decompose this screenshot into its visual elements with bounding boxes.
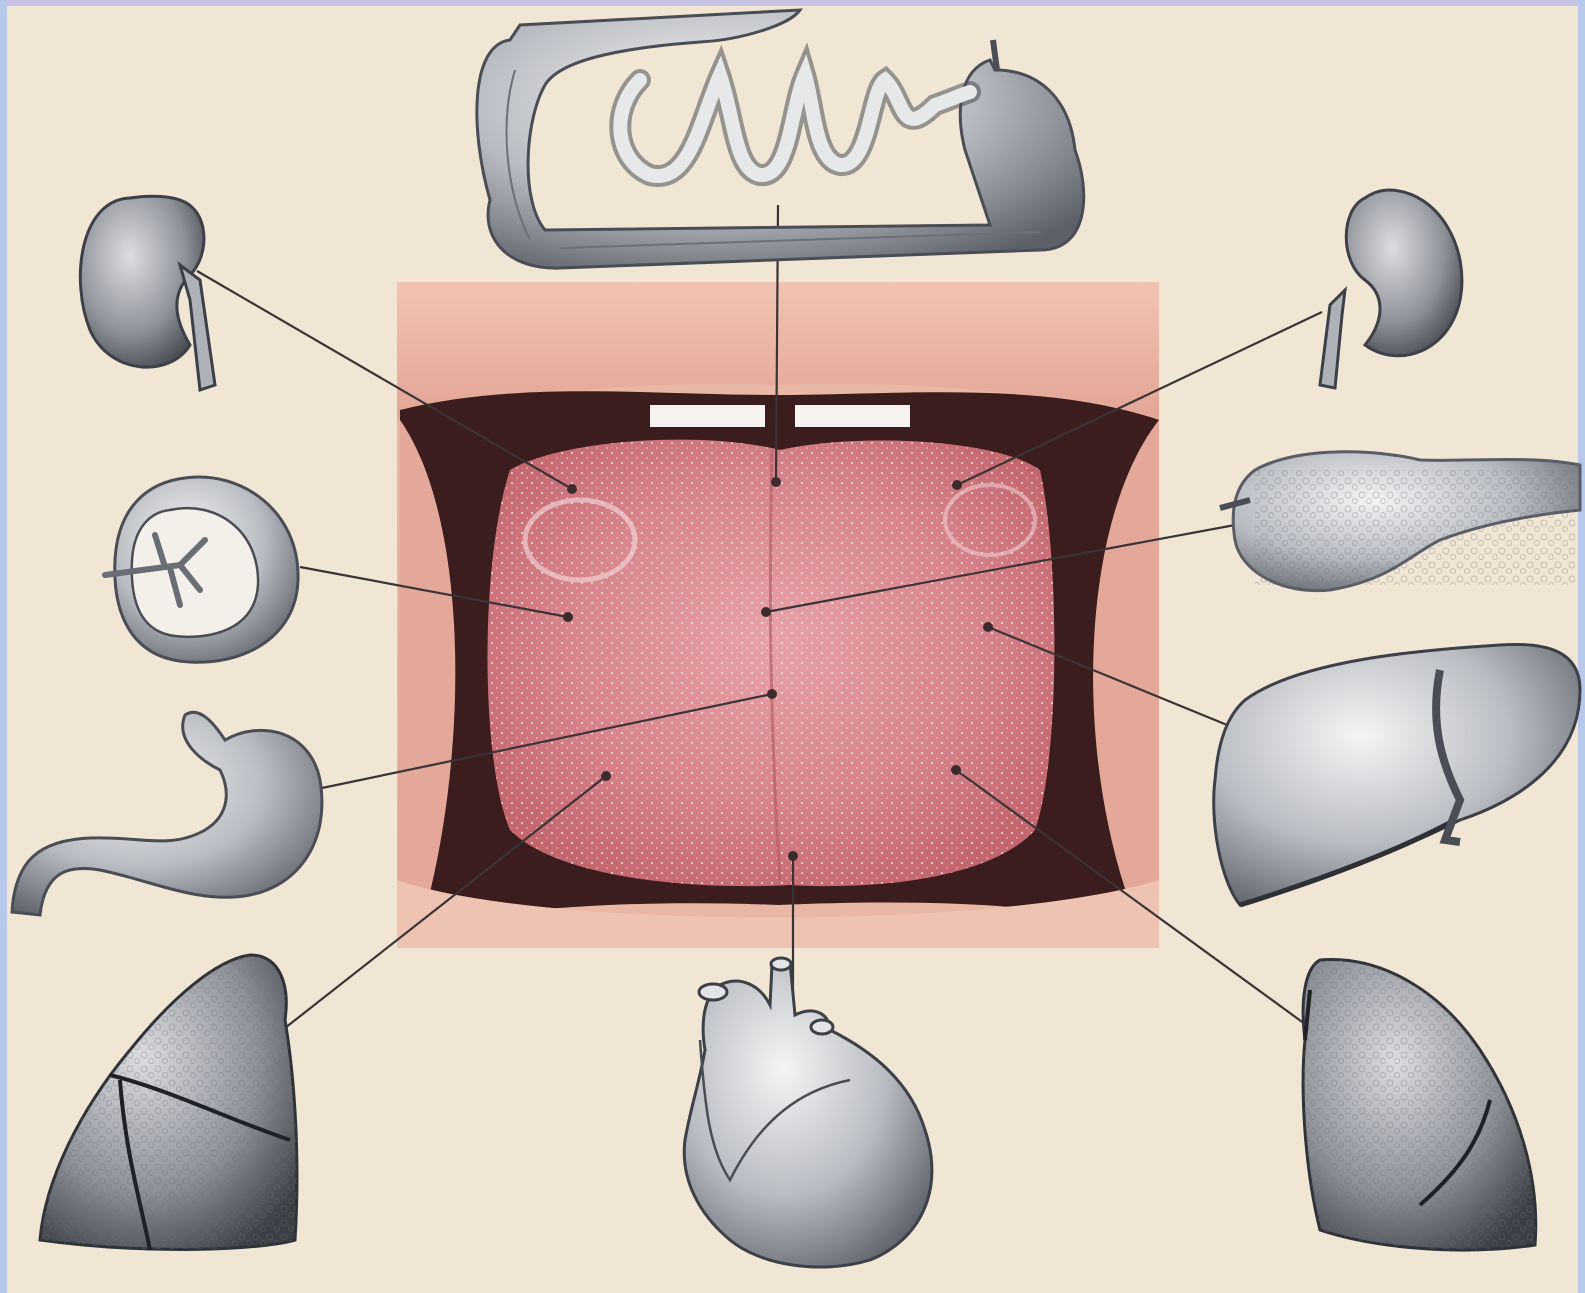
zone-dot-kidney-left (567, 484, 577, 494)
zone-dot-kidney-right (952, 480, 962, 490)
pancreas-icon (1220, 452, 1580, 591)
top-frame-strip (0, 0, 1585, 6)
zone-dot-intestines (771, 477, 781, 487)
zone-dot-stomach (767, 689, 777, 699)
zone-dot-lung-right (951, 765, 961, 775)
bladder-icon (105, 477, 298, 662)
zone-dot-lung-left (601, 771, 611, 781)
zone-dot-heart (788, 851, 798, 861)
tongue-photo (397, 282, 1159, 948)
left-frame-strip (0, 0, 7, 1293)
right-frame-strip (1578, 0, 1585, 1293)
zone-dot-bladder (563, 612, 573, 622)
zone-dot-liver (983, 622, 993, 632)
zone-dot-pancreas (761, 607, 771, 617)
